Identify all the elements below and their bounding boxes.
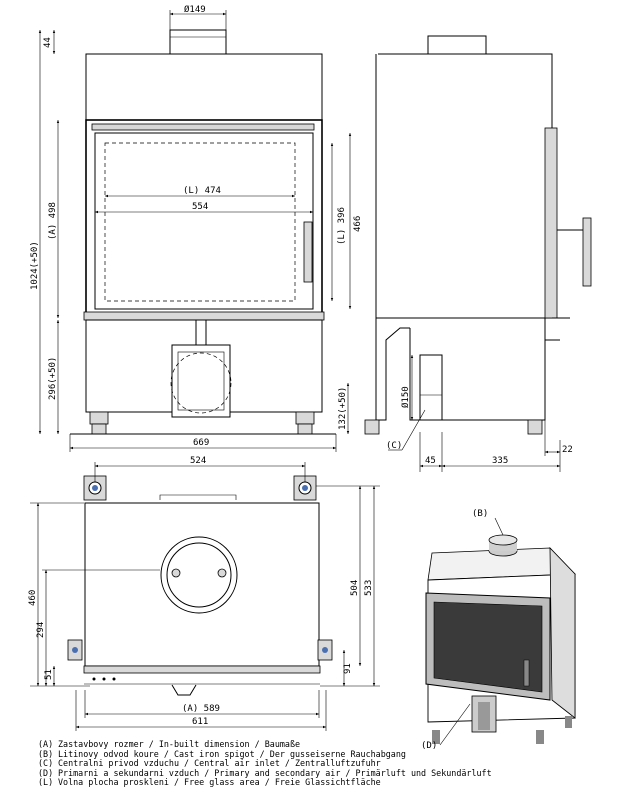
front-foot-right [295,411,315,425]
legend-item-l: (L)Volna plocha proskleni / Free glass a… [38,777,381,788]
dim-air-inlet-height: 132(+50) [338,387,348,430]
dim-glass-height: (L) 396 [337,207,347,245]
side-air-inlet [419,354,443,421]
isometric-view: (B) (D) [421,509,576,751]
front-glass [94,132,314,310]
front-free-glass-area [104,142,296,302]
callout-b: (B) [472,509,488,519]
callout-c: (C) [386,441,402,451]
front-door-handle [303,221,313,283]
plan-flue-ring-outer [160,536,238,614]
dim-total-height: 1024(+50) [30,241,40,290]
dim-opening-height: 466 [353,216,363,232]
dim-top-height: 44 [43,37,53,48]
dim-side-depth: 335 [492,456,508,466]
dim-plan-depth-504: 504 [350,580,360,596]
front-door-frame [85,119,323,319]
dim-plan-depth-51: 51 [44,669,54,680]
side-dimensions: Ø150 (C) 45 335 22 [386,355,573,472]
front-dimensions: Ø149 44 1024(+50) (A) 498 296(+50) (L) 4… [30,4,363,452]
dim-plan-depth-91: 91 [343,663,353,674]
dim-plan-depth-294: 294 [36,622,46,638]
plan-dimensions: 524 460 294 51 504 533 91 (A) 589 611 [28,456,380,731]
dim-plan-depth-533: 533 [364,580,374,596]
legend-item-b: (B)Litinovy odvod koure / Cast iron spig… [38,748,406,759]
side-view [364,35,592,435]
front-foot-left [89,411,109,425]
dim-plan-width-top: 524 [190,456,206,466]
dim-plan-total-width: 611 [192,717,208,727]
dim-inbuilt-height: (A) 498 [48,202,58,240]
side-body-outline [375,53,553,319]
side-flue-spigot [427,35,487,55]
dim-glass-width: (L) 474 [183,186,221,196]
front-upper-body [85,53,323,121]
iso-handle [523,659,530,687]
iso-side [549,546,576,719]
dim-side-foot: 22 [562,445,573,455]
front-air-inlet-circle [170,352,232,414]
front-view [70,29,336,435]
dim-opening-width: 554 [192,202,208,212]
front-flue-spigot [169,29,227,55]
plan-body [84,502,320,667]
legend-item-d: (D)Primarni a sekundarni vzduch / Primar… [38,767,492,778]
dim-side-offset: 45 [425,456,436,466]
callout-d: (D) [421,741,437,751]
legend: (A)Zastavbovy rozmer / In-built dimensio… [38,739,492,788]
side-door-handle [582,217,592,287]
dim-plan-inbuilt-width: (A) 589 [182,704,220,714]
dim-lower-height: 296(+50) [48,357,58,400]
front-air-inlet-box [171,344,231,418]
dim-plan-depth-460: 460 [28,590,38,606]
dim-air-inlet-diameter: Ø150 [400,386,411,408]
plan-flue-ring-inner [166,542,232,608]
legend-item-a: (A)Zastavbovy rozmer / In-built dimensio… [38,739,301,749]
plan-view [67,475,333,696]
dim-total-width-front: 669 [193,438,209,448]
legend-item-c: (C)Centralni privod vzduchu / Central ai… [38,758,381,769]
dim-flue-diameter: Ø149 [184,4,206,15]
